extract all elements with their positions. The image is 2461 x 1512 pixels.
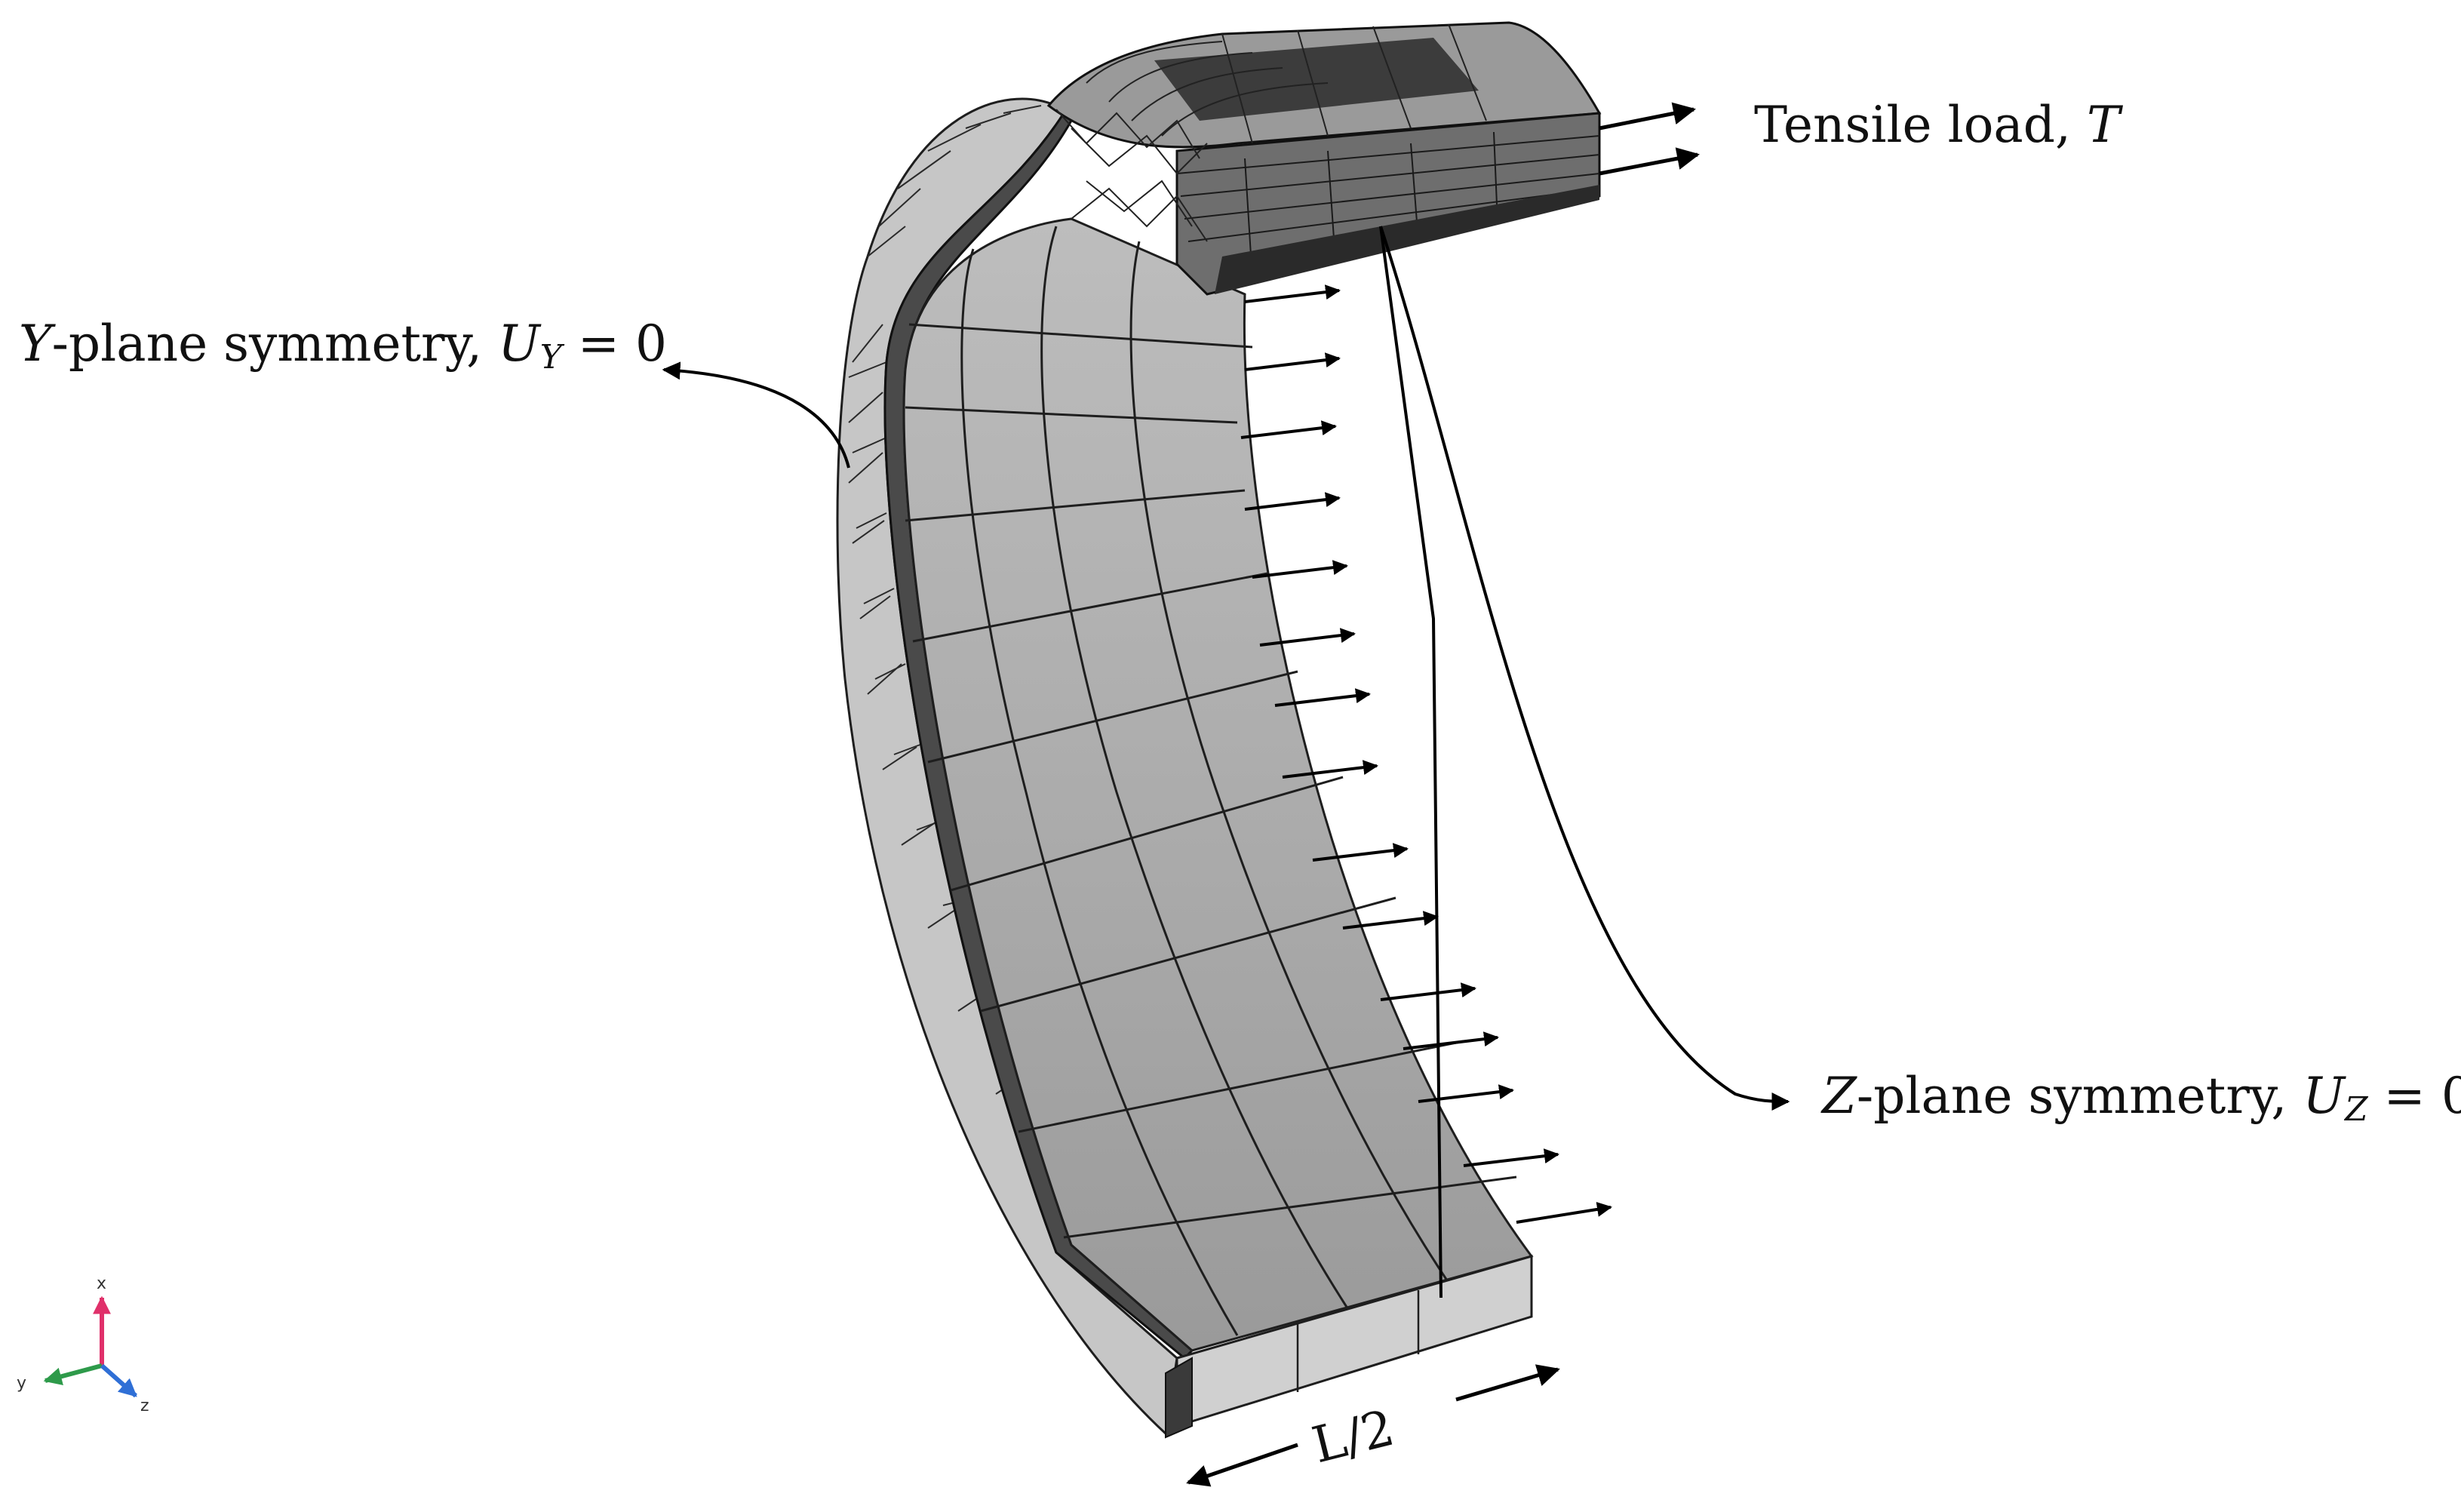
z-symmetry-label: Z-plane symmetry, UZ = 0 [1820,1067,2461,1129]
pressure-arrow [1244,492,1341,511]
pressure-arrow [1463,1148,1559,1167]
z-axis-arrow [100,1363,137,1398]
axis-triad: x y z [17,1274,149,1415]
pressure-arrow [1516,1201,1612,1224]
x-axis-label: x [97,1274,106,1293]
tensile-load-arrows [1599,102,1700,176]
y-plane-leader [662,361,850,469]
pressure-arrow [1380,982,1476,1001]
grip-block [1046,21,1602,296]
z-axis-label: z [140,1397,149,1415]
pressure-arrow [1282,760,1378,779]
pressure-arrow [1244,352,1341,371]
y-axis-arrow [43,1363,103,1386]
pressure-arrow [1274,688,1371,707]
length-label: L/2 [1307,1399,1399,1475]
pressure-arrows [1240,284,1612,1224]
length-arrow-right [1455,1364,1560,1402]
tensile-arrow [1599,102,1696,131]
bottom-end-grid [1296,1290,1420,1392]
pressure-arrow [1252,560,1348,579]
pressure-arrow [1312,843,1409,862]
length-arrow-left [1186,1443,1298,1487]
pressure-arrow [1244,284,1341,303]
pressure-arrow [1240,420,1337,439]
face-grid-long [960,226,1450,1336]
tensile-load-label: Tensile load, T [1754,96,2124,154]
pressure-arrow [1403,1031,1499,1050]
inner-face [902,217,1534,1352]
y-symmetry-label: Y-plane symmetry, UY = 0 [19,315,667,376]
specimen-mesh [836,21,1602,1439]
pressure-arrow [1259,628,1356,647]
length-dimension [1186,1364,1560,1487]
tensile-arrow [1599,147,1700,176]
pressure-arrow [1418,1084,1514,1103]
y-axis-label: y [17,1374,26,1393]
z-plane-line [1379,226,1790,1298]
pressure-arrow [1342,911,1439,930]
